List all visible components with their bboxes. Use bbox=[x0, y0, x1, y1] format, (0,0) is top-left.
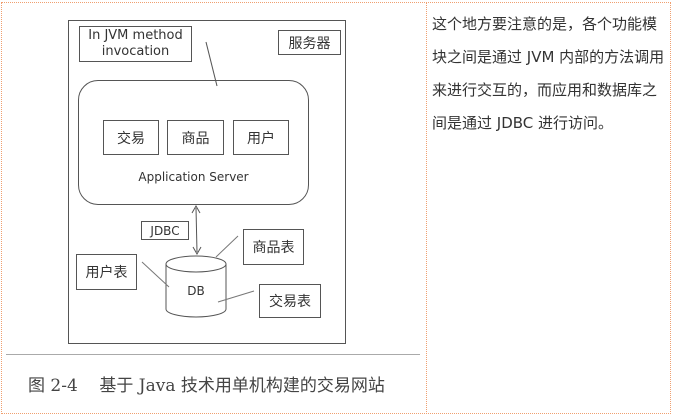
module-trade: 交易 bbox=[103, 120, 159, 155]
jvm-label-box: In JVM method invocation bbox=[79, 26, 192, 62]
server-label-box: 服务器 bbox=[278, 30, 341, 55]
trades-pointer bbox=[217, 290, 255, 303]
application-server-box bbox=[78, 80, 309, 205]
jdbc-arrow bbox=[195, 207, 198, 253]
trades-table-box: 交易表 bbox=[259, 284, 321, 318]
db-cylinder-body bbox=[165, 264, 227, 318]
module-goods: 商品 bbox=[167, 120, 224, 155]
db-label: DB bbox=[187, 284, 205, 298]
jdbc-label-box: JDBC bbox=[141, 221, 189, 240]
table-frame bbox=[1, 2, 671, 414]
goods-pointer bbox=[215, 235, 239, 258]
application-server-label: Application Server bbox=[138, 170, 249, 184]
figure-caption: 图 2-4 基于 Java 技术用单机构建的交易网站 bbox=[28, 376, 385, 396]
server-box bbox=[68, 20, 346, 344]
jvm-pointer-line bbox=[205, 41, 218, 87]
caption-separator bbox=[6, 354, 420, 355]
module-users: 用户 bbox=[233, 120, 289, 155]
explanation-text: 这个地方要注意的是，各个功能模块之间是通过 JVM 内部的方法调用来进行交互的，… bbox=[432, 15, 665, 132]
users-table-box: 用户表 bbox=[76, 254, 137, 290]
users-pointer bbox=[141, 261, 170, 288]
db-cylinder-top bbox=[165, 255, 227, 273]
cell-divider bbox=[426, 2, 427, 414]
goods-table-box: 商品表 bbox=[243, 229, 304, 265]
arrow-heads bbox=[191, 204, 202, 256]
